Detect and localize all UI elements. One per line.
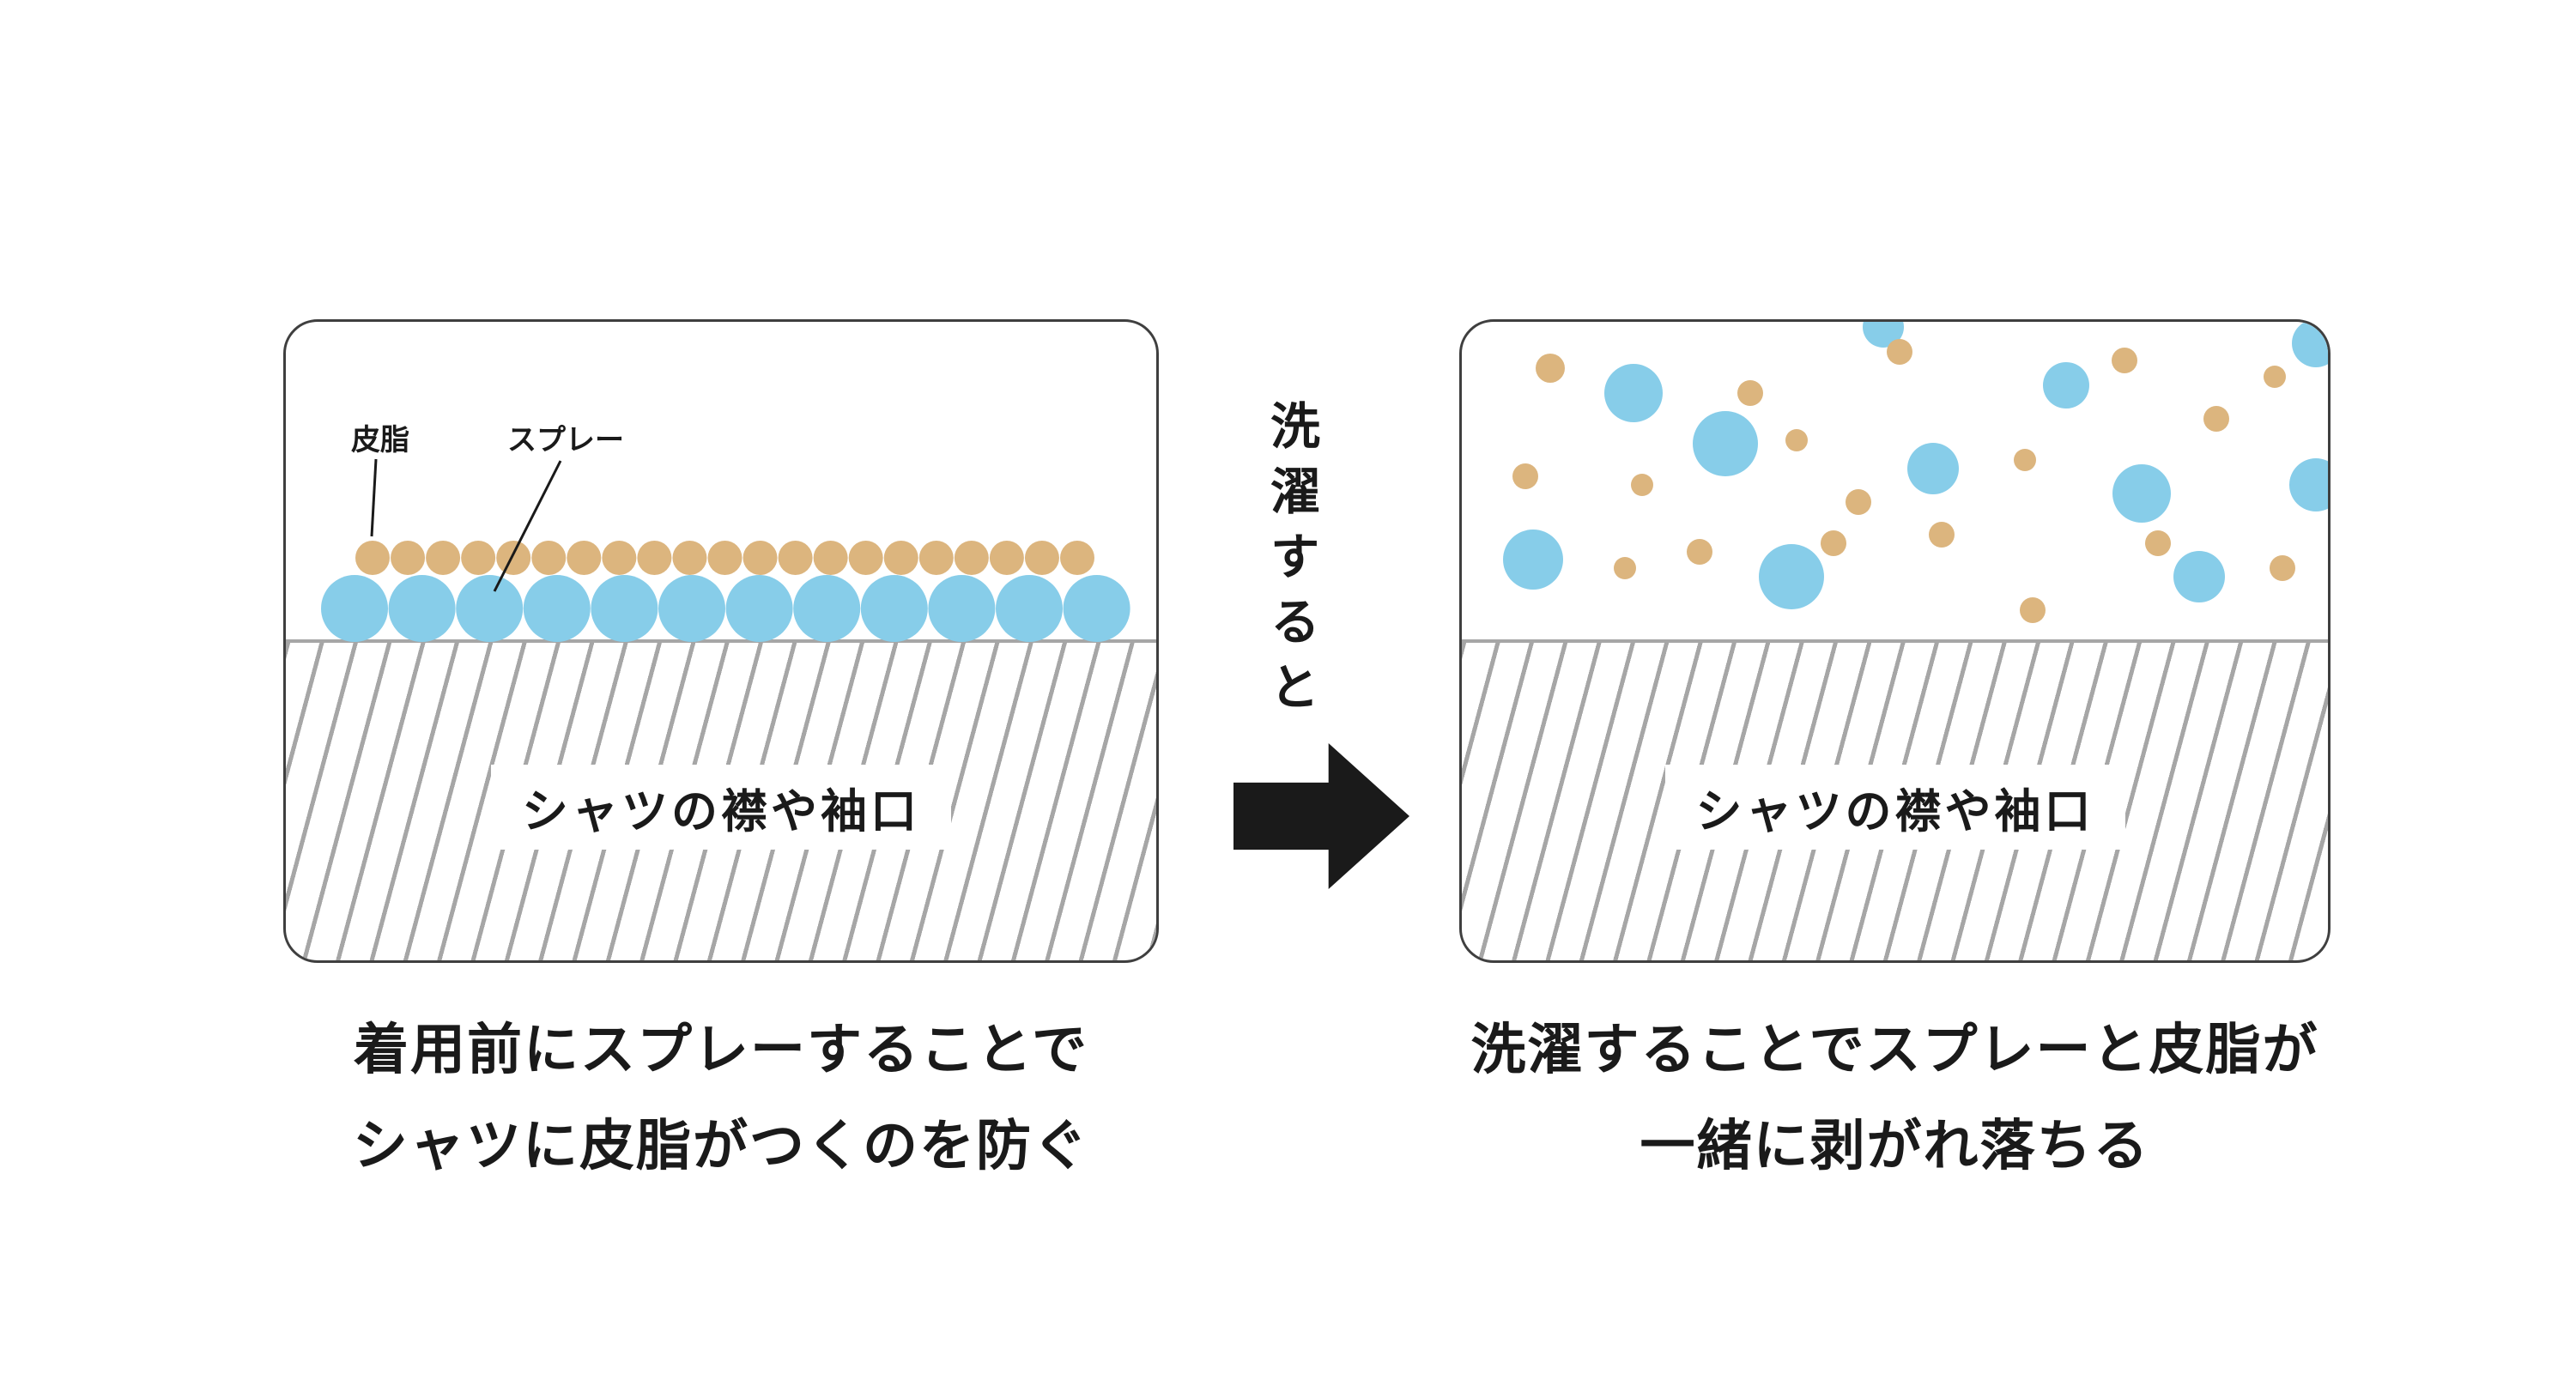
sebum-circle: [672, 541, 707, 575]
spray-circle: [2173, 551, 2225, 602]
sebum-circle: [1887, 339, 1912, 365]
sebum-circle: [848, 541, 883, 575]
spray-circle: [591, 575, 658, 642]
arrow-right-icon: [1233, 743, 1409, 889]
leader-line: [493, 460, 562, 592]
wash-vertical-label: 洗濯すると: [1262, 400, 1320, 726]
sebum-circle: [2145, 530, 2171, 556]
after-caption: 洗濯することでスプレーと皮脂が 一緒に剥がれ落ちる: [1373, 1002, 2416, 1195]
sebum-circle: [1060, 541, 1094, 575]
sebum-circle: [461, 541, 496, 575]
spray-circle: [2289, 458, 2328, 511]
spray-circle: [388, 575, 456, 642]
caption-line: 洗濯することでスプレーと皮脂が: [1470, 1019, 2319, 1082]
sebum-circle: [1536, 354, 1565, 383]
spray-circle: [523, 575, 591, 642]
sebum-circle: [954, 541, 989, 575]
spray-callout: スプレー: [507, 423, 624, 457]
spray-circle: [725, 575, 793, 642]
after-panel: シャツの襟や袖口: [1459, 319, 2331, 963]
before-panel: 皮脂 スプレー シャツの襟や袖口: [283, 319, 1159, 963]
sebum-circle: [1687, 539, 1712, 565]
fabric-label: シャツの襟や袖口: [491, 765, 951, 850]
spray-circle: [1693, 411, 1758, 476]
spray-circle: [928, 575, 996, 642]
fabric-label: シャツの襟や袖口: [1664, 765, 2125, 850]
spray-circle: [1063, 575, 1130, 642]
spray-circle: [321, 575, 388, 642]
sebum-circle: [2112, 348, 2137, 373]
spray-circle: [793, 575, 861, 642]
spray-circle: [658, 575, 725, 642]
sebum-circle: [496, 541, 531, 575]
spray-circle: [1759, 544, 1824, 609]
sebum-circle: [1821, 530, 1846, 556]
sebum-circle: [567, 541, 602, 575]
sebum-circle: [883, 541, 918, 575]
spray-circle: [2043, 362, 2089, 409]
sebum-circle: [707, 541, 742, 575]
spray-circle: [996, 575, 1063, 642]
spray-circle: [2112, 464, 2171, 523]
spray-circle: [1604, 364, 1663, 422]
sebum-circle: [426, 541, 461, 575]
spray-circle: [860, 575, 928, 642]
sebum-circle: [637, 541, 672, 575]
spray-circle: [1907, 443, 1959, 494]
leader-line: [370, 458, 378, 537]
sebum-circle: [1846, 489, 1871, 515]
sebum-circle: [813, 541, 848, 575]
sebum-circle: [2264, 366, 2286, 388]
after-circles-illustration: [1503, 322, 2328, 623]
sebum-circle: [391, 541, 426, 575]
sebum-circle: [2203, 406, 2229, 432]
sebum-circle: [1512, 463, 1538, 489]
sebum-circle: [531, 541, 567, 575]
sebum-circle: [2014, 449, 2036, 471]
spray-circle: [2292, 322, 2328, 367]
sebum-circle: [742, 541, 778, 575]
caption-line: 一緒に剥がれ落ちる: [1640, 1115, 2150, 1178]
sebum-circle: [1785, 429, 1808, 451]
sebum-circle: [602, 541, 637, 575]
spray-circle: [1503, 530, 1563, 590]
sebum-circle: [1631, 474, 1653, 496]
sebum-circle: [989, 541, 1024, 575]
caption-line: 着用前にスプレーすることで: [353, 1019, 1089, 1082]
sebum-circle: [1024, 541, 1059, 575]
caption-line: シャツに皮脂がつくのを防ぐ: [353, 1115, 1089, 1178]
sebum-circle: [2020, 597, 2046, 623]
sebum-circle: [1929, 522, 1955, 548]
before-circles-illustration: [321, 458, 1130, 642]
sebum-circle: [778, 541, 813, 575]
before-caption: 着用前にスプレーすることで シャツに皮脂がつくのを防ぐ: [197, 1002, 1245, 1195]
spray-circle: [456, 575, 524, 642]
sebum-circle: [1737, 380, 1763, 406]
sebum-circle: [2270, 555, 2295, 581]
sebum-circle: [918, 541, 954, 575]
sebum-callout: 皮脂: [351, 423, 409, 457]
sebum-circle: [355, 541, 390, 575]
sebum-circle: [1614, 557, 1636, 579]
